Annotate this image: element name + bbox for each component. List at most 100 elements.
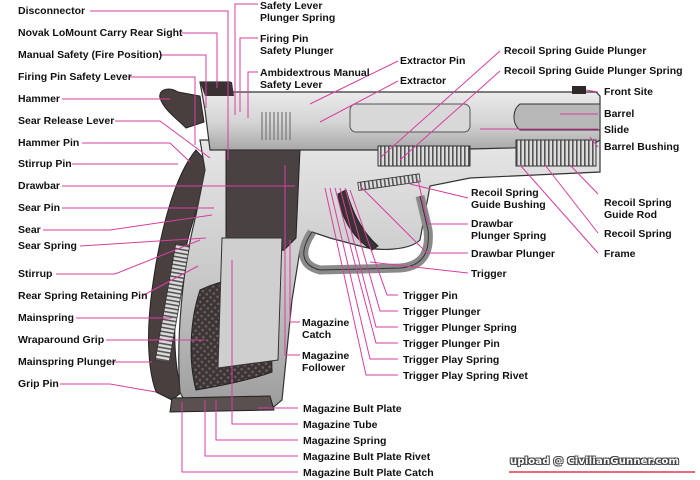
label-trigger-plunger-spring: Trigger Plunger Spring (403, 322, 517, 334)
front-sight-shape (572, 86, 586, 94)
leader-barrel-bushing (589, 136, 599, 148)
leader-safety-lever-plunger-spring (234, 3, 258, 115)
leader-recoil-spring-guide-rod (569, 164, 599, 195)
label-magazine-butt-plate: Magazine Bult Plate (303, 403, 402, 415)
label-extractor: Extractor (400, 75, 447, 87)
label-magazine-butt-plate-rivet: Magazine Bult Plate Rivet (303, 451, 431, 463)
label-rear-sight: Novak LoMount Carry Rear Sight (18, 27, 183, 39)
rear-sight-shape (200, 82, 234, 96)
label-recoil-spring-guide-plunger: Recoil Spring Guide Plunger (504, 45, 647, 57)
recoil-spring-shape (515, 139, 597, 167)
label-drawbar-plunger: Drawbar Plunger (471, 248, 556, 260)
label-trigger-pin: Trigger Pin (403, 290, 458, 302)
label-drawbar: Drawbar (18, 180, 61, 192)
label-recoil-spring-guide-bushing: Recoil Spring Guide Bushing (471, 187, 546, 211)
label-grip-pin: Grip Pin (18, 378, 59, 390)
label-magazine-butt-plate-catch: Magazine Bult Plate Catch (303, 467, 434, 479)
label-safety-lever-plunger-spring: Safety Lever Plunger Spring (260, 0, 336, 24)
label-recoil-spring: Recoil Spring (604, 228, 672, 240)
label-hammer-pin: Hammer Pin (18, 137, 80, 149)
leader-extractor (319, 80, 399, 123)
leader-guide-plunger-spring (399, 70, 501, 161)
leader-trigger-plunger-pin (334, 187, 398, 344)
label-magazine-tube: Magazine Tube (303, 419, 378, 431)
label-trigger-play-spring: Trigger Play Spring (403, 354, 500, 366)
leader-drawbar-plunger-spring (417, 179, 468, 225)
watermark-text: upload @ CivilianGunner.com (510, 456, 680, 467)
label-magazine-follower: Magazine Follower (302, 350, 350, 374)
label-trigger-play-spring-rivet: Trigger Play Spring Rivet (403, 370, 528, 382)
hammer-shape (159, 88, 205, 129)
leader-ambidextrous-safety (247, 71, 258, 118)
leader-magazine-tube (231, 260, 298, 425)
leader-firing-pin-safety-plunger (239, 37, 258, 112)
magazine-butt-plate-shape (169, 395, 275, 413)
label-stirrup-pin: Stirrup Pin (18, 158, 72, 170)
label-trigger-plunger: Trigger Plunger (403, 306, 481, 318)
leader-butt-plate-rivet (204, 400, 298, 457)
watermark-underline (509, 471, 695, 473)
label-mainspring: Mainspring (18, 312, 75, 324)
leader-grip-pin (60, 383, 157, 393)
leader-sear-release-lever (115, 120, 211, 159)
label-manual-safety: Manual Safety (Fire Position) (18, 49, 163, 61)
label-firing-pin-safety-lever: Firing Pin Safety Lever (18, 71, 132, 83)
leader-magazine-catch (289, 240, 300, 323)
label-barrel: Barrel (604, 108, 635, 120)
leader-rear-sight (182, 32, 218, 88)
label-slide: Slide (604, 124, 630, 136)
label-front-site: Front Site (604, 86, 653, 98)
guide-plunger-spring-shape (377, 145, 471, 167)
label-drawbar-plunger-spring: Drawbar Plunger Spring (471, 218, 547, 242)
leader-recoil-spring (544, 164, 599, 234)
label-sear-spring: Sear Spring (18, 240, 77, 252)
label-disconnector: Disconnector (18, 5, 86, 17)
label-trigger: Trigger (471, 268, 507, 280)
leader-sear (43, 214, 213, 231)
label-extractor-pin: Extractor Pin (400, 55, 466, 67)
barrel-shape (513, 103, 601, 131)
leader-front-site (585, 89, 599, 93)
leader-trigger-pin (349, 189, 398, 296)
label-mainspring-plunger: Mainspring Plunger (18, 356, 117, 368)
label-sear: Sear (18, 224, 41, 236)
leader-trigger-plunger (344, 187, 398, 312)
label-recoil-spring-guide-rod: Recoil Spring Guide Rod (604, 197, 672, 221)
leader-magazine-follower (284, 165, 300, 356)
leader-guide-bushing (409, 183, 469, 199)
label-firing-pin-safety-plunger: Firing Pin Safety Plunger (260, 33, 334, 57)
label-sear-pin: Sear Pin (18, 202, 61, 214)
label-sear-release-lever: Sear Release Lever (18, 115, 115, 127)
leader-extractor-pin (309, 60, 399, 105)
leader-hammer-pin (82, 142, 191, 163)
leader-trigger-plunger-spring (339, 187, 398, 328)
label-frame: Frame (604, 248, 636, 260)
leader-disconnector (90, 10, 229, 160)
leader-manual-safety (160, 54, 207, 108)
leader-guide-plunger (379, 50, 501, 159)
leader-drawbar-plunger (359, 185, 468, 254)
leader-trigger-play-spring (329, 187, 398, 360)
label-recoil-spring-guide-plunger-spring: Recoil Spring Guide Plunger Spring (504, 65, 683, 77)
leader-magazine-spring (215, 400, 298, 441)
leader-firing-pin-safety-lever (130, 76, 196, 145)
label-stirrup: Stirrup (18, 268, 53, 280)
label-barrel-bushing: Barrel Bushing (604, 141, 680, 153)
label-rear-spring-retaining-pin: Rear Spring Retaining Pin (18, 290, 148, 302)
slide-serrations (261, 112, 291, 140)
leader-frame (519, 164, 599, 254)
label-magazine-catch: Magazine Catch (302, 317, 350, 341)
drawbar-plunger-spring-shape (357, 173, 421, 191)
magazine-tube-shape (217, 237, 283, 369)
label-wraparound-grip: Wraparound Grip (18, 334, 105, 346)
label-hammer: Hammer (18, 93, 61, 105)
mainspring-shape (154, 243, 191, 363)
leader-sear-spring (79, 237, 207, 247)
leader-trigger-play-spring-rivet (324, 187, 398, 376)
leader-stirrup (56, 239, 201, 275)
leader-butt-plate-catch (181, 402, 298, 473)
label-trigger-plunger-pin: Trigger Plunger Pin (403, 338, 500, 350)
